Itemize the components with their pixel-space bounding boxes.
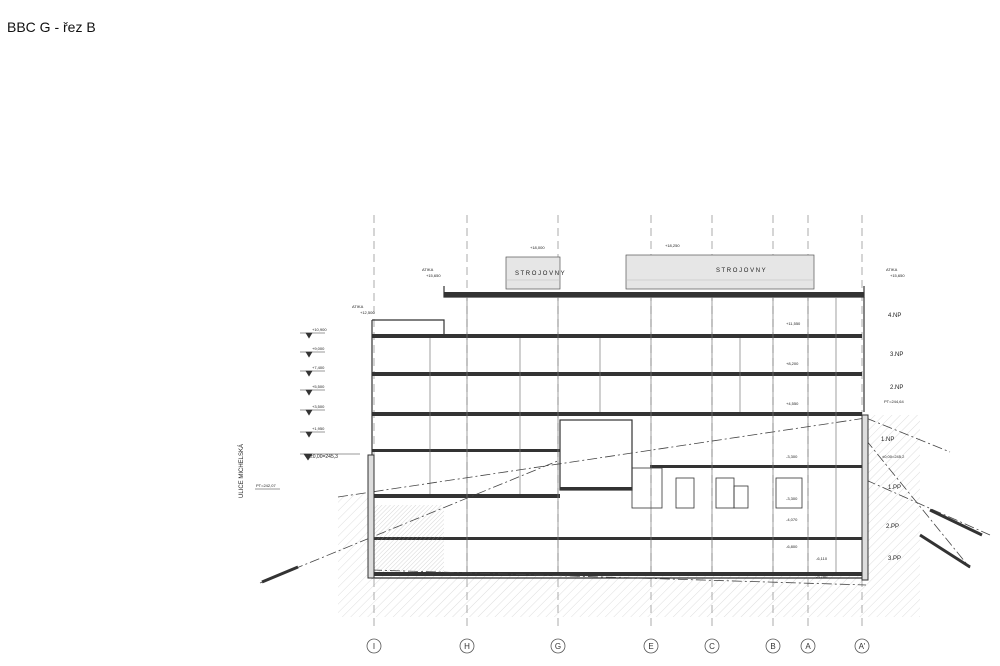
axis-label-a-prime: A': [859, 642, 866, 651]
right-elev-7: -6,800: [786, 544, 798, 549]
terrain-elevation-right: PT=244,64: [884, 399, 904, 404]
axis-label-e: E: [648, 642, 653, 651]
atika-low-elev: +12,500: [360, 310, 375, 315]
right-elev-9: -5,700: [816, 574, 828, 579]
right-elev-8: -6,110: [816, 556, 828, 561]
zero-elevation-right: ±0,00=245,2: [882, 454, 905, 459]
floor-label-3np: 3.NP: [890, 352, 903, 358]
floor-label-3pp: 3.PP: [888, 556, 901, 562]
axis-label-h: H: [464, 642, 470, 651]
left-elevation-markers: +10,900 +9,000 +7,400 +5,500 +3,500 +1,9…: [255, 327, 360, 490]
elev-label-5: +3,500: [312, 404, 325, 409]
machine-room-elev-2: +18,250: [665, 243, 680, 248]
machine-rooms: [505, 254, 815, 290]
soil-hatch: [338, 415, 920, 617]
axis-label-b: B: [770, 642, 775, 651]
page-title: BBC G - řez B: [7, 19, 96, 35]
atika-markers: ATIKA +15,650 ATIKA +15,650 ATIKA +12,50…: [352, 243, 905, 315]
elev-label-2: +9,000: [312, 346, 325, 351]
right-elev-1: +11,550: [786, 321, 801, 326]
floor-label-1np: 1.NP: [881, 437, 894, 443]
axis-bubbles: [366, 638, 870, 654]
right-elev-5: -3,300: [786, 496, 798, 501]
ramp-area: [374, 505, 444, 572]
right-elev-4: -3,300: [786, 454, 798, 459]
retaining-wall: [367, 414, 869, 581]
elev-label-6: +1,950: [312, 426, 325, 431]
floor-slabs: [372, 292, 864, 576]
zero-elevation-left: ±0,00=245,3: [310, 454, 338, 460]
axis-label-i: I: [373, 642, 375, 651]
structure-outlines: [371, 286, 867, 579]
floor-label-2np: 2.NP: [890, 385, 903, 391]
axis-label-c: C: [709, 642, 715, 651]
anchor-rods: [261, 508, 983, 584]
right-elevation-markers: +11,550 +8,200 +4,550 -3,300 -3,300 -4,0…: [786, 321, 828, 579]
axis-labels: I H G E C B A A': [373, 642, 866, 651]
axis-label-a: A: [805, 642, 811, 651]
elev-label-1: +10,900: [312, 327, 327, 332]
floor-labels: 4.NP 3.NP 2.NP 1.NP 1.PP 2.PP 3.PP ±0,00…: [881, 313, 905, 562]
atika-right-label: ATIKA: [886, 267, 898, 272]
atika-right-elev: +15,650: [890, 273, 905, 278]
elev-label-4: +5,500: [312, 384, 325, 389]
street-label: ULICE MICHELSKÁ: [238, 444, 245, 498]
axis-label-g: G: [555, 642, 561, 651]
atika-left-label: ATIKA: [422, 267, 434, 272]
right-elev-2: +8,200: [786, 361, 799, 366]
right-elev-3: +4,550: [786, 401, 799, 406]
atika-low-label: ATIKA: [352, 304, 364, 309]
elev-label-3: +7,400: [312, 365, 325, 370]
floor-label-2pp: 2.PP: [886, 524, 899, 530]
terrain-elevation-left: PT=242,07: [256, 483, 276, 488]
machine-room-label-2: S T R O J O V N Y: [716, 268, 766, 274]
floor-label-1pp: 1.PP: [888, 485, 901, 491]
atika-left-elev: +15,650: [426, 273, 441, 278]
right-elev-6: -4,070: [786, 517, 798, 522]
machine-room-label-1: S T R O J O V N Y: [515, 271, 565, 277]
machine-room-elev-1: +18,000: [530, 245, 545, 250]
floor-label-4np: 4.NP: [888, 313, 901, 319]
column-lines: [429, 297, 837, 572]
